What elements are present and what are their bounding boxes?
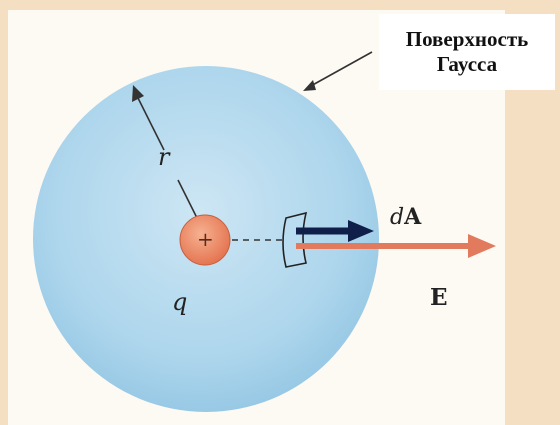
field-vector-label: E — [430, 284, 448, 311]
gauss-label-line1: Поверхность — [405, 27, 529, 51]
label-pointer-arrowhead — [303, 80, 316, 91]
radius-line-upper — [137, 97, 165, 151]
label-pointer-line — [308, 51, 373, 88]
gauss-label-line2: Гаусса — [436, 52, 498, 76]
gauss-surface-label: Поверхность Гаусса — [379, 14, 555, 90]
area-d-symbol: d — [390, 205, 405, 230]
area-A-symbol: A — [404, 204, 422, 230]
radius-arrowhead — [132, 85, 144, 102]
charge-sign: + — [197, 227, 214, 251]
radius-label: r — [158, 143, 170, 171]
point-charge-icon — [179, 214, 231, 266]
area-vector-label: dA — [390, 206, 421, 229]
area-arrow-icon — [348, 220, 374, 242]
field-arrow-icon — [468, 234, 496, 258]
charge-label: q — [172, 288, 188, 316]
area-element-icon — [282, 211, 308, 268]
